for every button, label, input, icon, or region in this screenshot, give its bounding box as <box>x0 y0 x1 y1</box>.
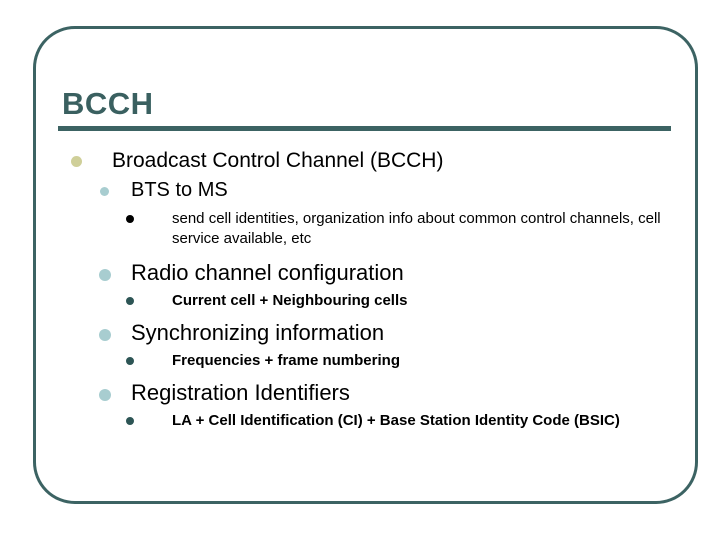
outline-item-level3: Current cell + Neighbouring cells <box>0 291 720 311</box>
outline-item-level3: send cell identities, organization info … <box>0 209 720 249</box>
outline-item-level2: Radio channel configuration <box>0 259 720 287</box>
slide-content: Broadcast Control Channel (BCCH) BTS to … <box>0 148 720 431</box>
outline-item-text: Registration Identifiers <box>131 380 350 405</box>
outline-item-level2: Synchronizing information <box>0 319 720 347</box>
outline-item-text: send cell identities, organization info … <box>172 210 661 247</box>
outline-item-text: Frequencies + frame numbering <box>172 352 400 369</box>
bullet-level2-icon <box>99 269 111 281</box>
bullet-level2-icon <box>99 389 111 401</box>
outline-item-level2: Registration Identifiers <box>0 379 720 407</box>
bullet-level3-icon <box>126 417 134 425</box>
bullet-level3-icon <box>126 357 134 365</box>
outline-item-text: Synchronizing information <box>131 320 385 345</box>
bullet-level3-icon <box>126 297 134 305</box>
outline-item-text: Radio channel configuration <box>131 260 404 285</box>
outline-item-level2: BTS to MS <box>0 178 720 203</box>
bullet-level2-icon <box>99 329 111 341</box>
bullet-level1-icon <box>71 156 82 167</box>
page-title: BCCH <box>62 86 154 121</box>
outline-item-level1: Broadcast Control Channel (BCCH) <box>0 148 720 174</box>
outline-item-text: Current cell + Neighbouring cells <box>172 292 408 309</box>
outline-item-level3: Frequencies + frame numbering <box>0 351 720 371</box>
outline-item-text: Broadcast Control Channel (BCCH) <box>112 149 444 172</box>
bullet-level3-icon <box>126 215 134 223</box>
outline-item-text: BTS to MS <box>131 179 228 201</box>
outline-item-level3: LA + Cell Identification (CI) + Base Sta… <box>0 411 720 431</box>
title-divider <box>58 126 671 131</box>
outline-item-text: LA + Cell Identification (CI) + Base Sta… <box>172 412 620 429</box>
bullet-level2-icon <box>100 187 109 196</box>
